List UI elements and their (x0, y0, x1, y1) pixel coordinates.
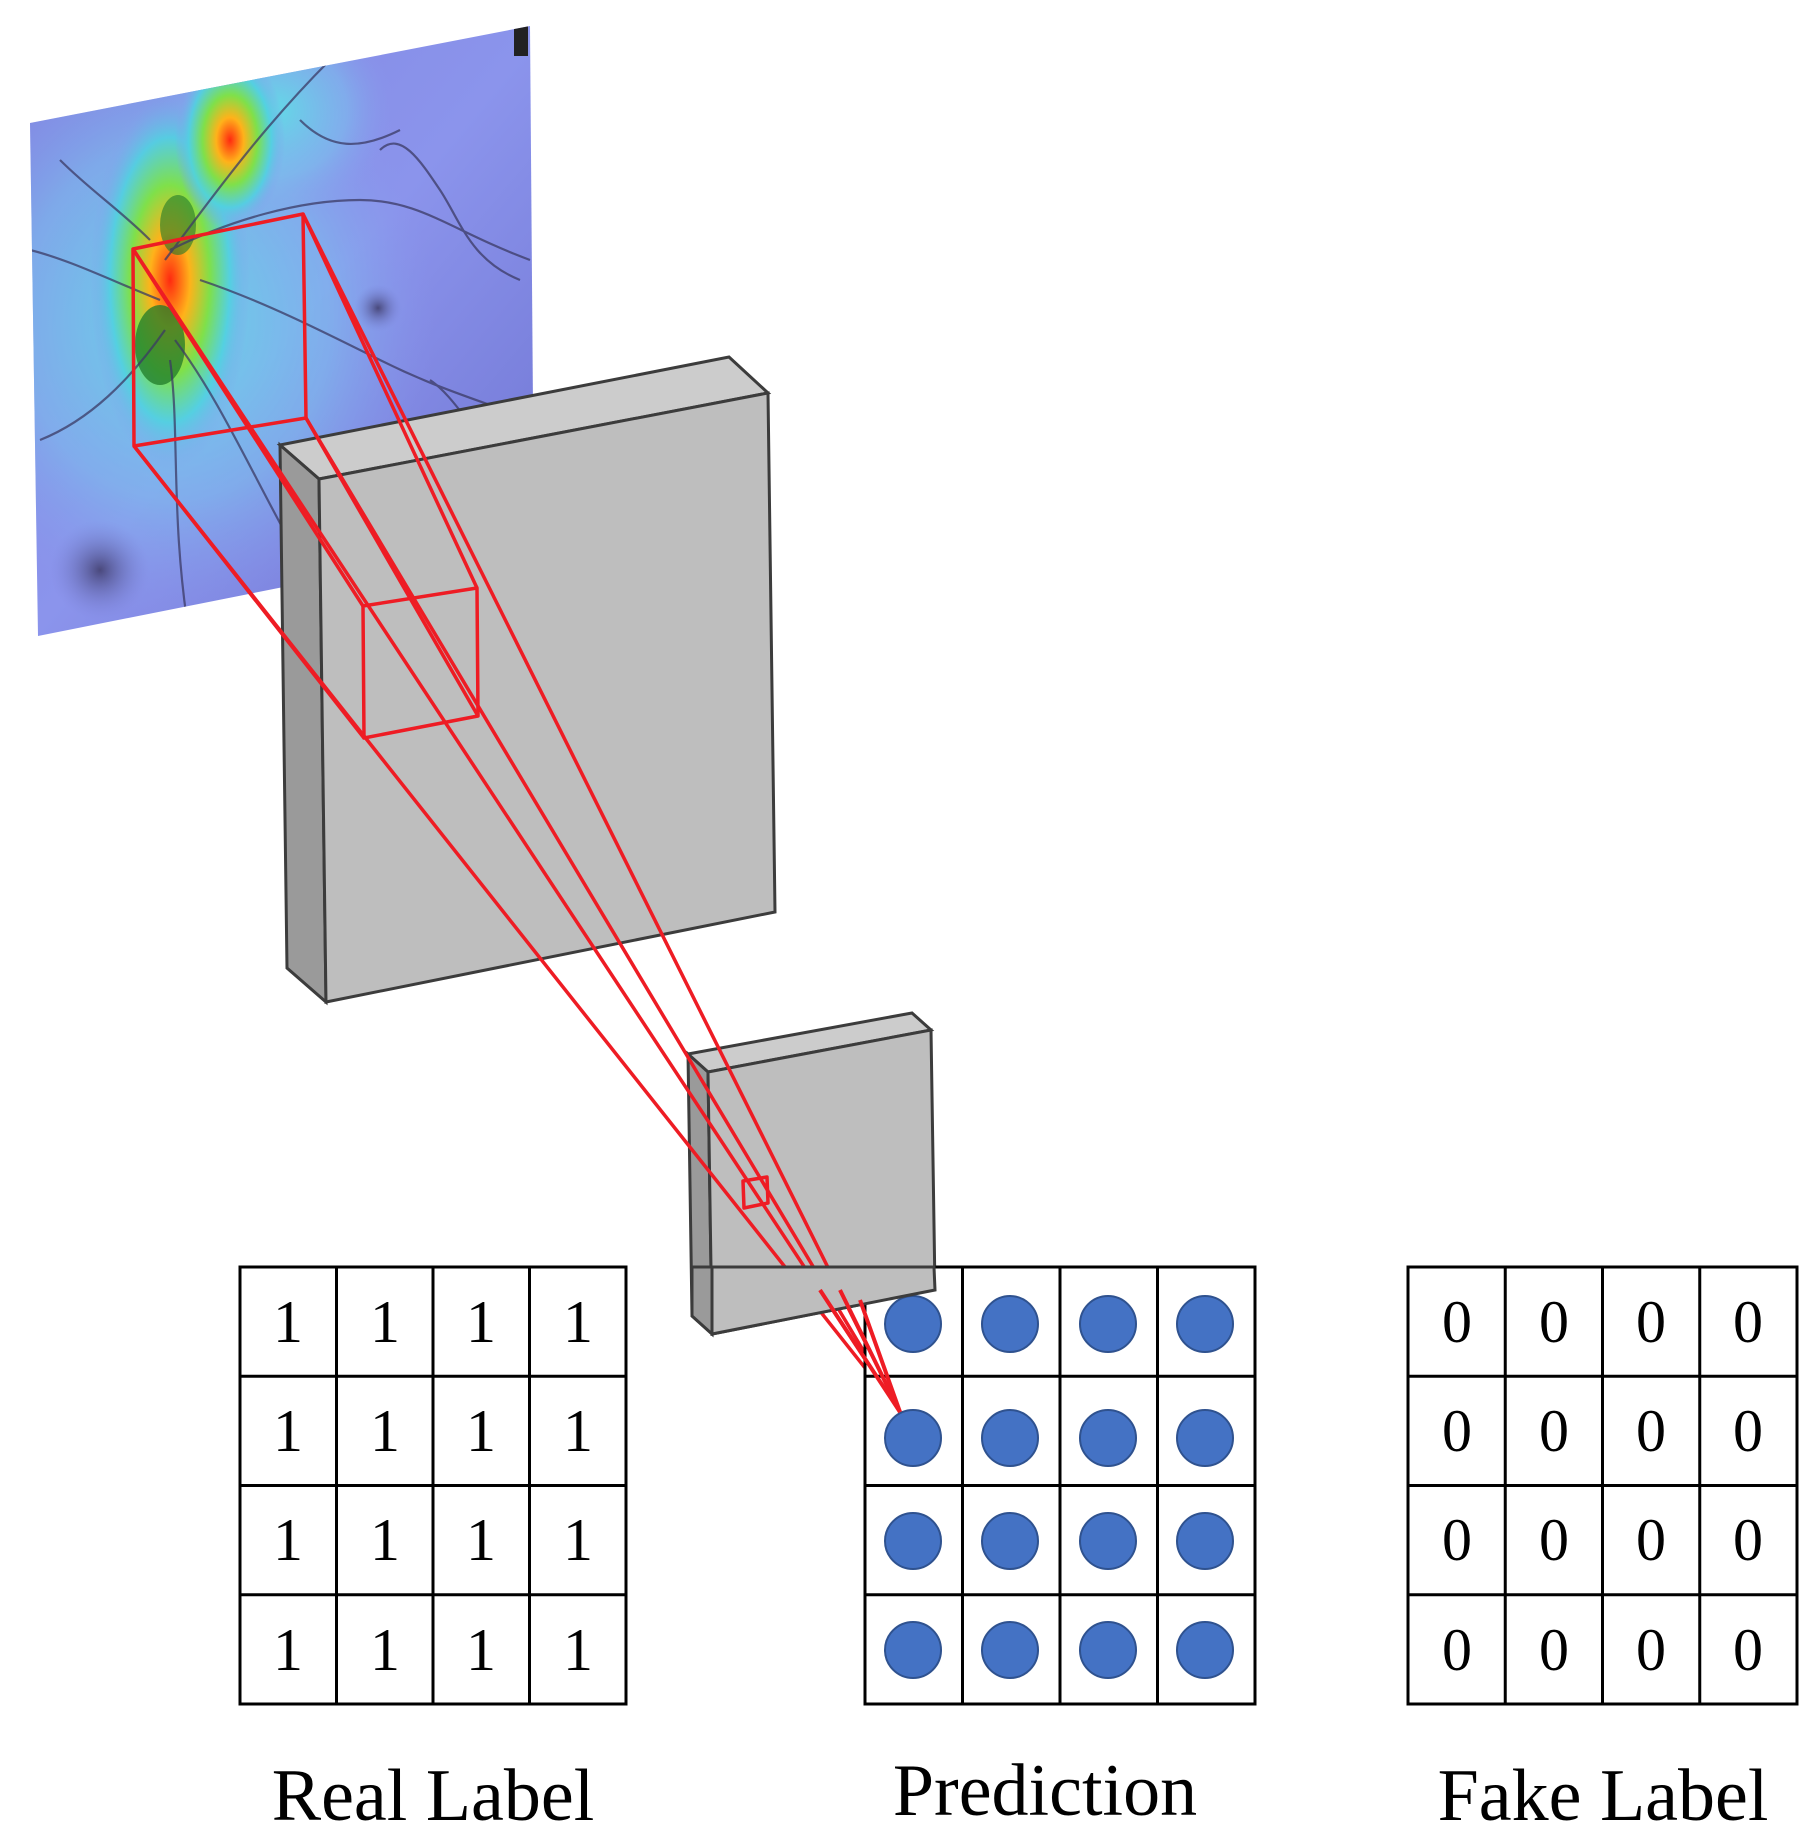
prediction-dot-icon (1079, 1295, 1137, 1353)
prediction-dot-icon (981, 1295, 1039, 1353)
feature-map-large-face (317, 391, 777, 1004)
fake-label-cell: 0 (1733, 1617, 1763, 1683)
fake-label-grid: 0 0 0 0 0 0 0 0 0 0 0 0 0 0 0 0 (1406, 1265, 1799, 1706)
prediction-dot-icon (1176, 1621, 1234, 1679)
fake-label-cell: 0 (1442, 1617, 1472, 1683)
real-label-grid: 1 1 1 1 1 1 1 1 1 1 1 1 1 1 1 1 (238, 1265, 628, 1706)
fake-label-cell: 0 (1733, 1398, 1763, 1464)
prediction-caption: Prediction (893, 1750, 1197, 1832)
prediction-grid (863, 1265, 1257, 1706)
prediction-dot-icon (1176, 1512, 1234, 1570)
fake-label-cell: 0 (1636, 1398, 1666, 1464)
fake-label-cell: 0 (1442, 1289, 1472, 1355)
prediction-dot-icon (981, 1409, 1039, 1467)
real-label-cell: 1 (466, 1617, 496, 1683)
prediction-dot-icon (1176, 1295, 1234, 1353)
prediction-dot-icon (1079, 1409, 1137, 1467)
real-label-cell: 1 (563, 1507, 593, 1573)
prediction-dot-icon (981, 1512, 1039, 1570)
prediction-dot-icon (884, 1409, 942, 1467)
fake-label-cell: 0 (1539, 1398, 1569, 1464)
fake-label-cell: 0 (1636, 1289, 1666, 1355)
fake-label-cell: 0 (1442, 1398, 1472, 1464)
real-label-cell: 1 (466, 1507, 496, 1573)
fake-label-cell: 0 (1539, 1507, 1569, 1573)
real-label-cell: 1 (370, 1507, 400, 1573)
prediction-dot-icon (884, 1512, 942, 1570)
real-label-cell: 1 (273, 1617, 303, 1683)
feature-map-block-large (276, 355, 777, 1006)
fake-label-cell: 0 (1539, 1289, 1569, 1355)
prediction-dot-icon (981, 1621, 1039, 1679)
real-label-cell: 1 (273, 1398, 303, 1464)
real-label-cell: 1 (370, 1617, 400, 1683)
receptive-field-projection (131, 212, 902, 1414)
fake-label-cell: 0 (1636, 1617, 1666, 1683)
receptive-field-convergence (818, 1288, 902, 1414)
real-label-cell: 1 (370, 1289, 400, 1355)
real-label-cell: 1 (466, 1398, 496, 1464)
feature-map-block-small (684, 1011, 937, 1338)
real-label-caption: Real Label (272, 1755, 595, 1837)
fake-label-cell: 0 (1636, 1507, 1666, 1573)
prediction-dot-icon (1079, 1621, 1137, 1679)
fake-label-cell: 0 (1442, 1507, 1472, 1573)
real-label-cell: 1 (563, 1398, 593, 1464)
real-label-cell: 1 (273, 1289, 303, 1355)
real-label-cell: 1 (563, 1289, 593, 1355)
real-label-cell: 1 (466, 1289, 496, 1355)
real-label-cell: 1 (370, 1398, 400, 1464)
fake-label-cell: 0 (1539, 1617, 1569, 1683)
fake-label-cell: 0 (1733, 1289, 1763, 1355)
fake-label-cell: 0 (1733, 1507, 1763, 1573)
real-label-cell: 1 (273, 1507, 303, 1573)
feature-map-block-small-overlap (690, 1265, 937, 1338)
prediction-dot-icon (884, 1295, 942, 1353)
prediction-dot-icon (884, 1621, 942, 1679)
fake-label-caption: Fake Label (1438, 1755, 1769, 1837)
prediction-dot-icon (1079, 1512, 1137, 1570)
prediction-dot-icon (1176, 1409, 1234, 1467)
real-label-cell: 1 (563, 1617, 593, 1683)
